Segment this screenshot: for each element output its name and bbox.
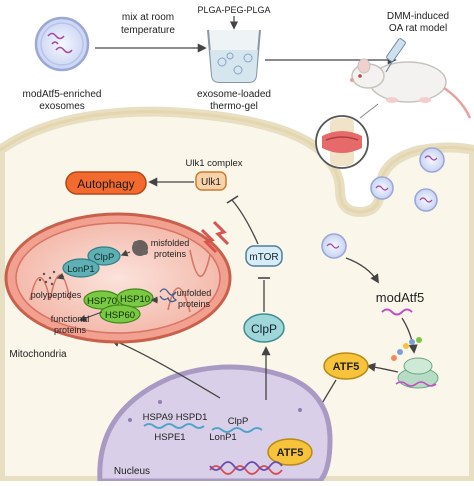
atf5-node-nucleus (267, 438, 313, 466)
mitochondrion (4, 212, 232, 344)
misfolded-to-clpp-arrow (120, 249, 131, 257)
exosome-icon-small-1 (419, 147, 445, 173)
hsp60-node (99, 304, 141, 324)
mix-label-2: temperature (121, 25, 175, 36)
unfolded-label-2: proteins (178, 299, 211, 309)
functional-label-1: functional (51, 314, 90, 324)
exosome-icon-small-4 (321, 233, 347, 259)
exosome-label-2: exosomes (39, 101, 85, 112)
clpp-cytoplasm-label: ClpP (251, 322, 277, 336)
hsp-to-functional-arrow (78, 311, 103, 322)
hsp10-label: HSP10 (120, 294, 150, 305)
cell-membrane (0, 110, 474, 214)
mito-clpp-label: ClpP (94, 252, 115, 263)
nucleus-label: Nucleus (114, 466, 150, 477)
unfolded-protein-icon (159, 288, 178, 303)
exosome-icon-small-3 (414, 188, 438, 212)
modatf5-label: modAtf5 (376, 290, 424, 305)
exosome-icon (34, 16, 90, 72)
beaker-icon (207, 29, 261, 83)
knee-joint-icon (315, 115, 369, 169)
clpp-node-cytoplasm (243, 313, 285, 343)
ulk1-node (195, 171, 227, 191)
beaker-label-2: thermo-gel (210, 101, 258, 112)
hsp-mrna-icon (143, 423, 205, 429)
syringe-icon (385, 38, 406, 73)
autophagy-label: Autophagy (77, 177, 134, 191)
model-label-2: OA rat model (389, 23, 447, 34)
atf5-node-cytoplasm (323, 352, 369, 380)
mtor-node (245, 245, 283, 267)
mtor-label: mTOR (249, 252, 278, 263)
mtor-inhibits-ulk1-line (231, 199, 259, 245)
mix-label-1: mix at room (122, 12, 174, 23)
mito-clpp-node (87, 246, 121, 266)
ulk1-complex-label: Ulk1 complex (185, 158, 242, 169)
autophagy-node (65, 171, 147, 195)
rat-icon (350, 58, 472, 119)
misfolded-label-2: proteins (154, 249, 187, 259)
exosome-icon-small-2 (370, 176, 394, 200)
translation-arrow (401, 317, 418, 354)
hsp60-label: HSP60 (105, 310, 135, 321)
functional-label-2: proteins (54, 325, 87, 335)
lonp1-to-polypeptides-arrow (56, 272, 65, 280)
polypeptides-label: polypeptides (31, 290, 82, 300)
atf5-nucleus-label: ATF5 (277, 447, 304, 459)
hspa9-hspd1-label: HSPA9 HSPD1 (143, 412, 208, 423)
unfolded-label-1: unfolded (177, 288, 212, 298)
atf5-product-arrow (366, 362, 399, 373)
stress-bolt-icon (200, 220, 230, 254)
hsp70-label: HSP70 (87, 296, 117, 307)
misfolded-label-1: misfolded (151, 238, 190, 248)
mtor-inhibits-ulk1-bar (226, 195, 239, 204)
misfolded-protein-icon (132, 240, 148, 256)
model-label-1: DMM-induced (387, 11, 449, 22)
nucleus-lonp1-label: LonP1 (209, 432, 236, 443)
mito-lonp1-label: LonP1 (67, 264, 94, 275)
mito-lonp1-node (62, 258, 100, 278)
ribosome-icon (391, 337, 439, 389)
polypeptides-icon (38, 270, 56, 286)
dna-icon (209, 461, 283, 475)
release-arrow (345, 257, 379, 284)
ulk1-label: Ulk1 (201, 177, 221, 188)
beaker-title: PLGA-PEG-PLGA (197, 5, 270, 15)
atf5-cytoplasm-label: ATF5 (333, 361, 360, 373)
nucleus-clpp-label: ClpP (228, 416, 249, 427)
clpp-mrna-icon (211, 427, 263, 433)
mrna-icon (381, 308, 413, 316)
exosome-label-1: modAtf5-enriched (23, 89, 102, 100)
hspe1-label: HSPE1 (154, 432, 185, 443)
zoom-line (359, 103, 379, 119)
beaker-label-1: exosome-loaded (197, 89, 271, 100)
mitochondria-label: Mitochondria (9, 349, 67, 360)
